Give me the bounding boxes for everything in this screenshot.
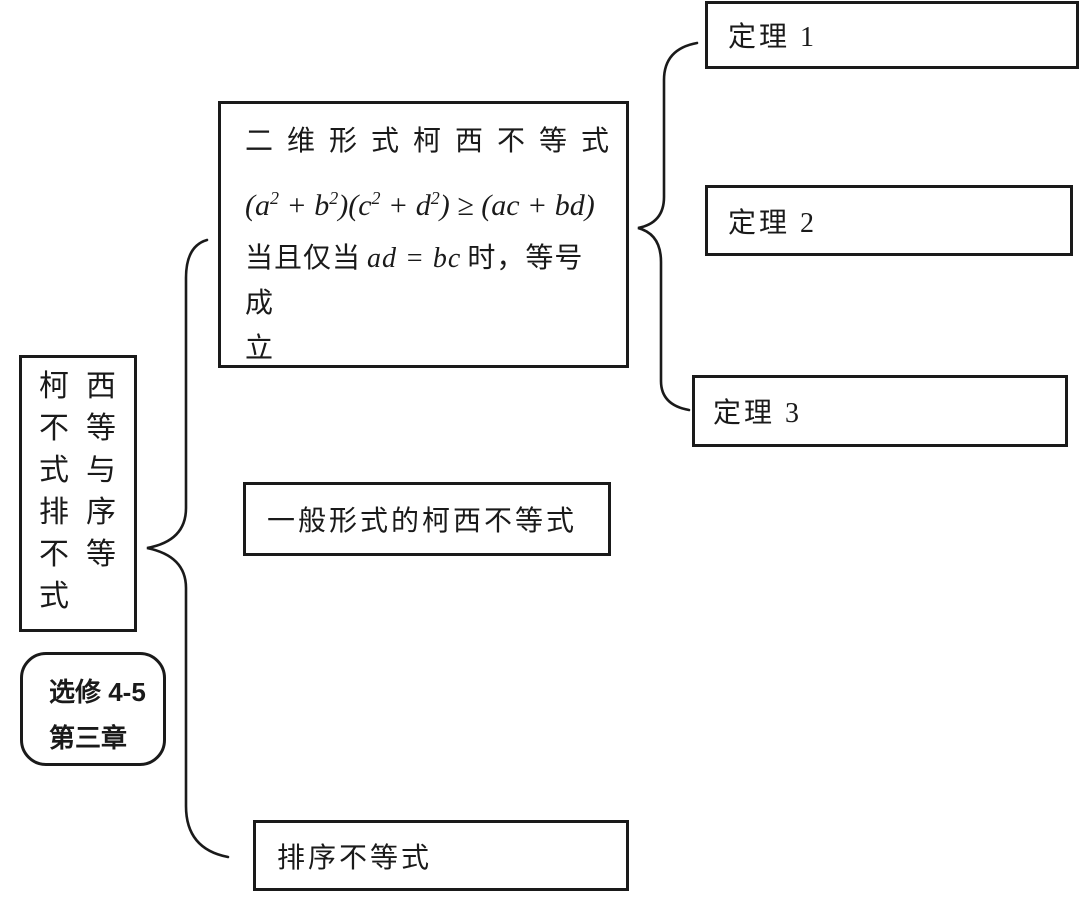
cauchy-2d-condition-overflow: 立 — [245, 333, 275, 364]
root-topic-char: 柯 — [39, 370, 69, 403]
root-topic-row: 式 与 — [39, 450, 116, 492]
chapter-badge-line2: 第三章 — [49, 723, 128, 753]
right-brace-connector — [637, 41, 699, 412]
root-topic-char: 不 — [39, 412, 69, 445]
root-topic-char: 序 — [86, 496, 116, 529]
root-topic-char: 与 — [86, 454, 116, 487]
left-brace-connector — [146, 238, 230, 859]
root-topic-row: 不 等 — [39, 408, 116, 450]
cauchy-2d-title: 二维形式柯西不等式 — [245, 126, 610, 157]
theorem-3-label: 定理 3 — [713, 398, 803, 429]
rearrangement-label: 排序不等式 — [277, 842, 433, 874]
general-cauchy-box: 一般形式的柯西不等式 — [243, 482, 611, 556]
cauchy-2d-box: 二维形式柯西不等式 (a2 + b2)(c2 + d2) ≥ (ac + bd)… — [218, 101, 629, 368]
theorem-2-label: 定理 2 — [728, 207, 818, 239]
theorem-2-box: 定理 2 — [705, 185, 1073, 256]
condition-math: ad = bc — [367, 243, 462, 274]
theorem-3-box: 定理 3 — [692, 375, 1068, 447]
root-topic-row: 不 等 — [39, 534, 116, 576]
root-topic-char: 式 — [39, 580, 69, 613]
root-topic-char: 排 — [39, 496, 69, 529]
root-topic-box: 柯 西 不 等 式 与 排 序 不 等 式 — [19, 355, 137, 632]
root-topic-char: 式 — [39, 454, 69, 487]
root-topic-row: 排 序 — [39, 492, 116, 534]
chapter-badge: 选修 4-5 第三章 — [20, 652, 166, 766]
root-topic-char: 等 — [86, 412, 116, 445]
chapter-badge-line1: 选修 4-5 — [49, 677, 146, 707]
root-topic-char: 不 — [39, 538, 69, 571]
general-cauchy-label: 一般形式的柯西不等式 — [267, 506, 578, 537]
root-topic-char: 西 — [86, 370, 116, 403]
root-topic-row: 柯 西 — [39, 366, 116, 408]
root-topic-row: 式 — [39, 576, 116, 618]
rearrangement-box: 排序不等式 — [253, 820, 629, 891]
root-topic-char: 等 — [86, 538, 116, 571]
cauchy-2d-formula: (a2 + b2)(c2 + d2) ≥ (ac + bd) — [245, 188, 595, 222]
theorem-1-box: 定理 1 — [705, 1, 1079, 69]
theorem-1-label: 定理 1 — [728, 22, 818, 53]
